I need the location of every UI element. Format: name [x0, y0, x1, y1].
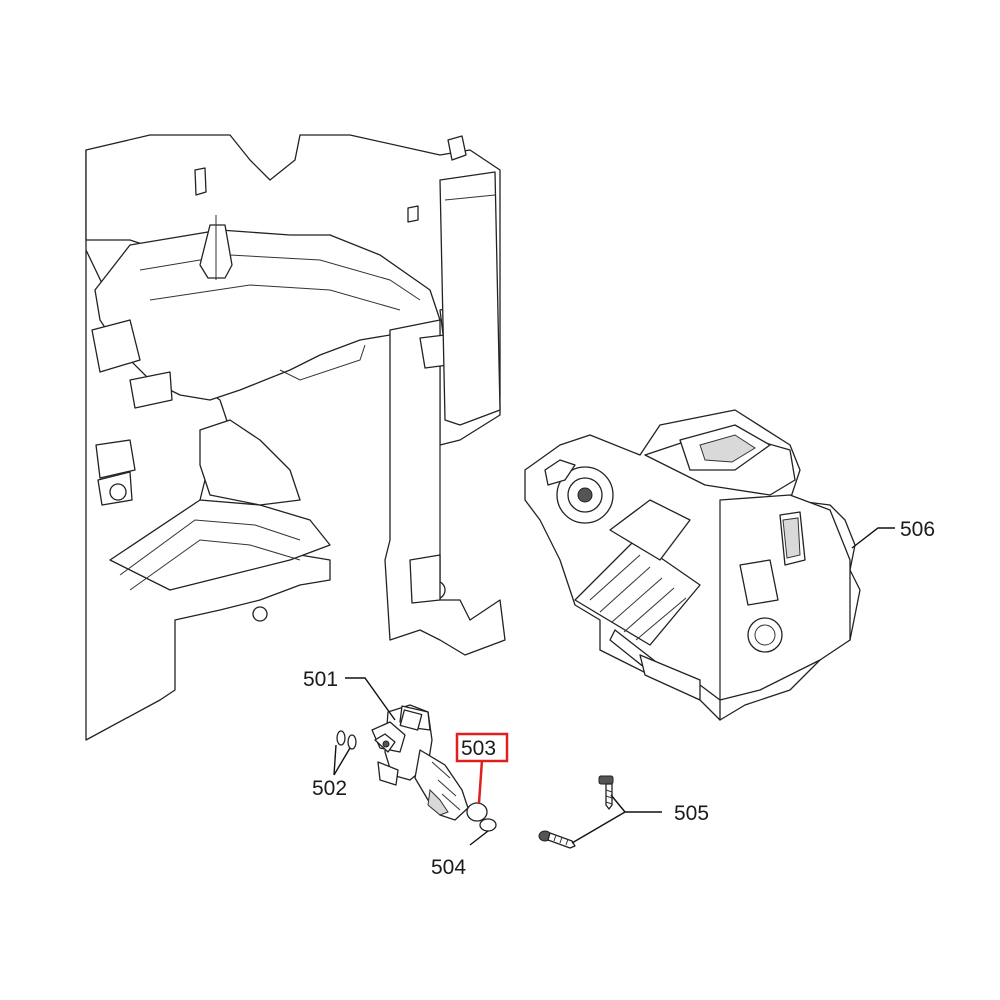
leader-504: [469, 830, 489, 846]
leader-506: [851, 527, 895, 549]
o-ring-part: [466, 802, 488, 822]
callout-505: 505: [674, 802, 709, 825]
callout-506: 506: [900, 518, 935, 541]
callout-labels: 501 502 503 504 505 506: [303, 518, 935, 879]
valve-body-part: [371, 704, 469, 821]
callout-504: 504: [431, 856, 466, 879]
callout-502: 502: [312, 777, 347, 800]
screw-upper: [598, 775, 614, 810]
leader-505a: [610, 794, 662, 813]
brew-unit: [524, 409, 861, 721]
machine-housing: [85, 134, 506, 741]
screw-pair-part: [538, 775, 614, 849]
leader-503: [477, 759, 484, 804]
leader-505b: [571, 811, 626, 844]
leader-lines: [333, 527, 895, 846]
screw-lower: [538, 830, 576, 849]
leader-502: [333, 744, 337, 776]
callout-503-highlight-box: [455, 732, 509, 763]
leader-502b: [333, 747, 351, 776]
small-o-ring-part: [479, 818, 497, 832]
callout-503: 503: [461, 737, 496, 760]
leader-501: [345, 677, 396, 721]
washer-pair-part: [336, 730, 357, 750]
callout-501: 501: [303, 668, 338, 691]
